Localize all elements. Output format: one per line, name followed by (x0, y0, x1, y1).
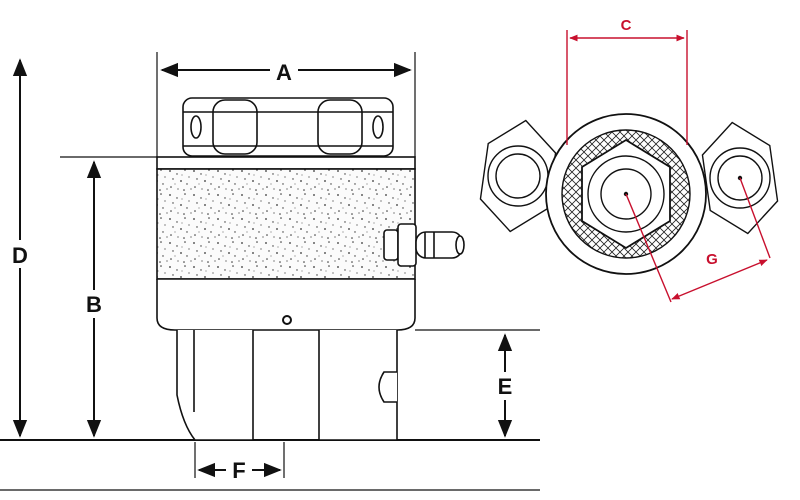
left-hex-nut (479, 119, 557, 233)
side-view (0, 52, 540, 491)
side-view-labels: A D B E F (8, 58, 517, 484)
dim-label-e: E (498, 374, 513, 399)
dim-label-a: A (276, 60, 292, 85)
top-nut (182, 97, 394, 157)
tensioner-legs (176, 330, 398, 441)
speckled-band (156, 168, 416, 280)
top-view-dimensions (566, 30, 771, 303)
hydraulic-coupler (383, 223, 465, 267)
dim-g-arrow (671, 259, 768, 300)
dim-label-g: G (706, 251, 718, 268)
tensioner-body (156, 156, 416, 331)
dim-label-f: F (232, 458, 245, 483)
dim-label-b: B (86, 292, 102, 317)
top-view-labels: C G (621, 17, 718, 268)
dim-label-c: C (621, 17, 632, 34)
top-view (479, 113, 779, 275)
dim-label-d: D (12, 243, 28, 268)
